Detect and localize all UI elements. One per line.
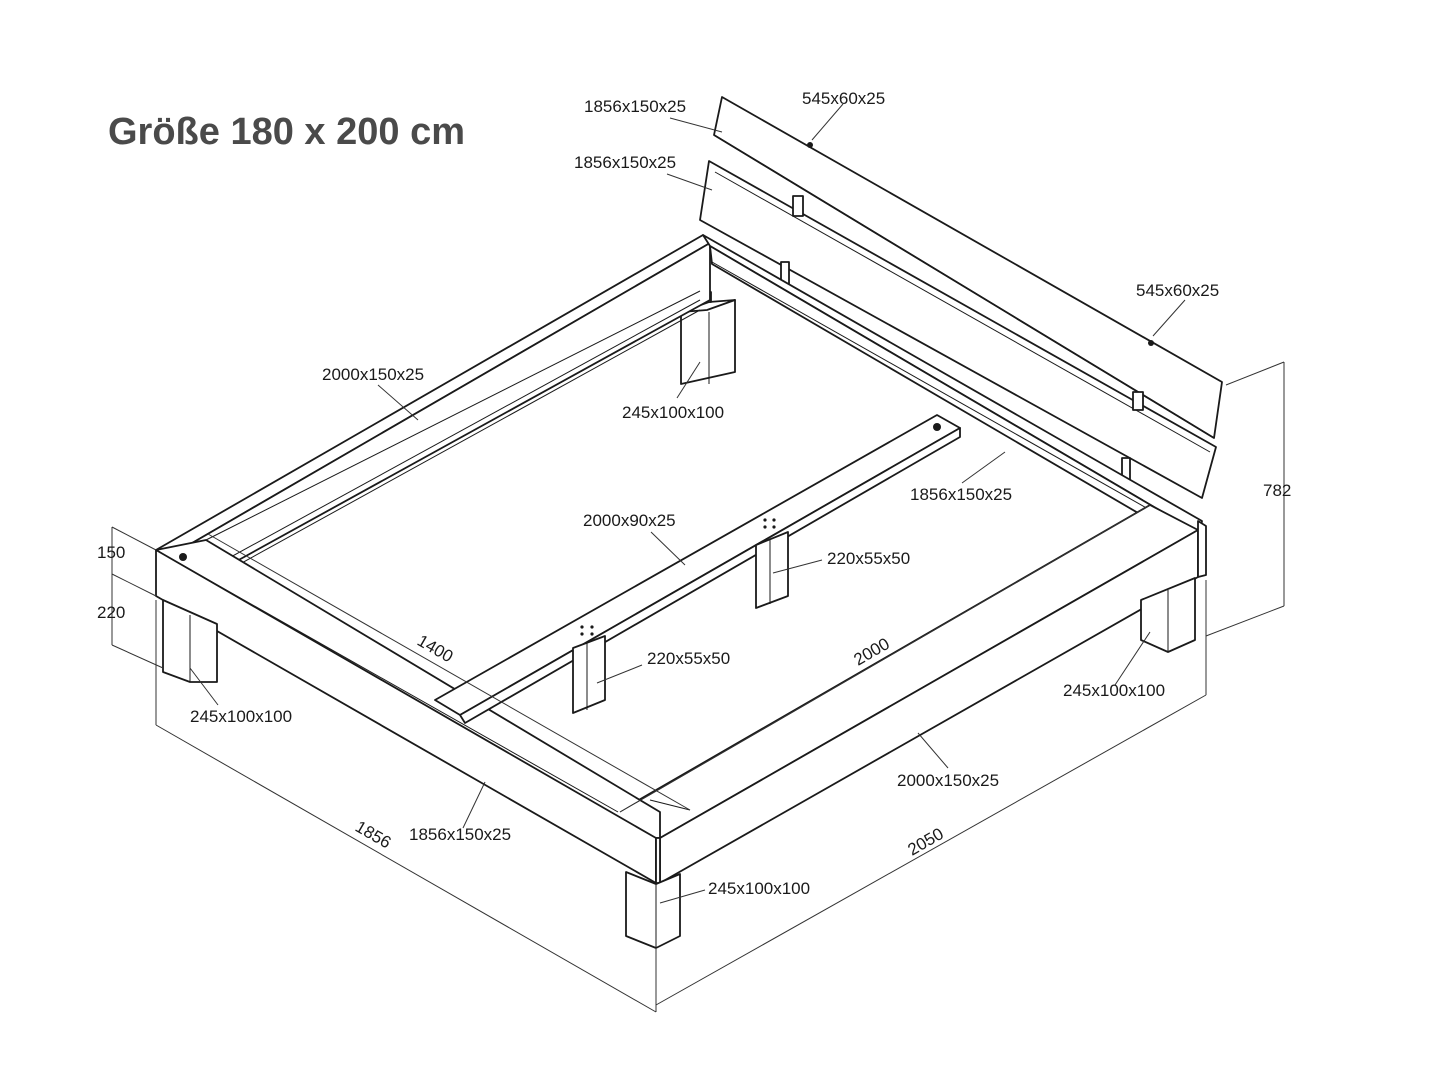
- label-dim-outer-width: 1856: [352, 817, 394, 852]
- left-rail: [155, 234, 711, 558]
- leg-front-right: [625, 871, 681, 949]
- headboard-strap-upper: [792, 195, 804, 217]
- bed-frame: [155, 234, 1207, 884]
- headboard-board-lower: [699, 160, 1217, 499]
- headboard-strap-lower: [1132, 391, 1144, 411]
- label-center-beam: 2000x90x25: [583, 511, 676, 530]
- headboard-board-lower-edge: [714, 171, 1211, 453]
- label-inner-width: 1400: [414, 631, 456, 666]
- headboard: [699, 96, 1223, 499]
- label-support-leg-back: 220x55x50: [827, 549, 910, 568]
- label-left-rail: 2000x150x25: [322, 365, 424, 384]
- label-foot-rail: 1856x150x25: [409, 825, 511, 844]
- label-head-rail: 1856x150x25: [910, 485, 1012, 504]
- leader-lines: [189, 103, 1186, 904]
- label-right-back-leg: 245x100x100: [1063, 681, 1165, 700]
- headboard-board-upper-edge: [713, 134, 1215, 439]
- label-back-leg: 245x100x100: [622, 403, 724, 422]
- label-dim-height-total: 782: [1263, 481, 1291, 500]
- headboard-bolt-lower: [1148, 340, 1154, 346]
- support-legs: [572, 531, 789, 714]
- label-dim-outer-length: 2050: [905, 824, 947, 859]
- dimension-lines: [111, 361, 1285, 1013]
- label-front-left-leg: 245x100x100: [190, 707, 292, 726]
- label-front-right-leg: 245x100x100: [708, 879, 810, 898]
- corner-legs: [162, 577, 1196, 949]
- page-title: Größe 180 x 200 cm: [108, 111, 465, 153]
- label-strap-upper: 545x60x25: [802, 89, 885, 108]
- label-strap-lower: 545x60x25: [1136, 281, 1219, 300]
- label-dim-leg-height: 220: [97, 603, 125, 622]
- part-labels: 1856x150x25 545x60x25 1856x150x25 545x60…: [97, 89, 1291, 898]
- label-support-leg-front: 220x55x50: [647, 649, 730, 668]
- label-right-rail: 2000x150x25: [897, 771, 999, 790]
- label-top-board-b: 1856x150x25: [574, 153, 676, 172]
- headboard-bolt-upper: [807, 142, 813, 148]
- label-top-board-a: 1856x150x25: [584, 97, 686, 116]
- label-dim-rail-height: 150: [97, 543, 125, 562]
